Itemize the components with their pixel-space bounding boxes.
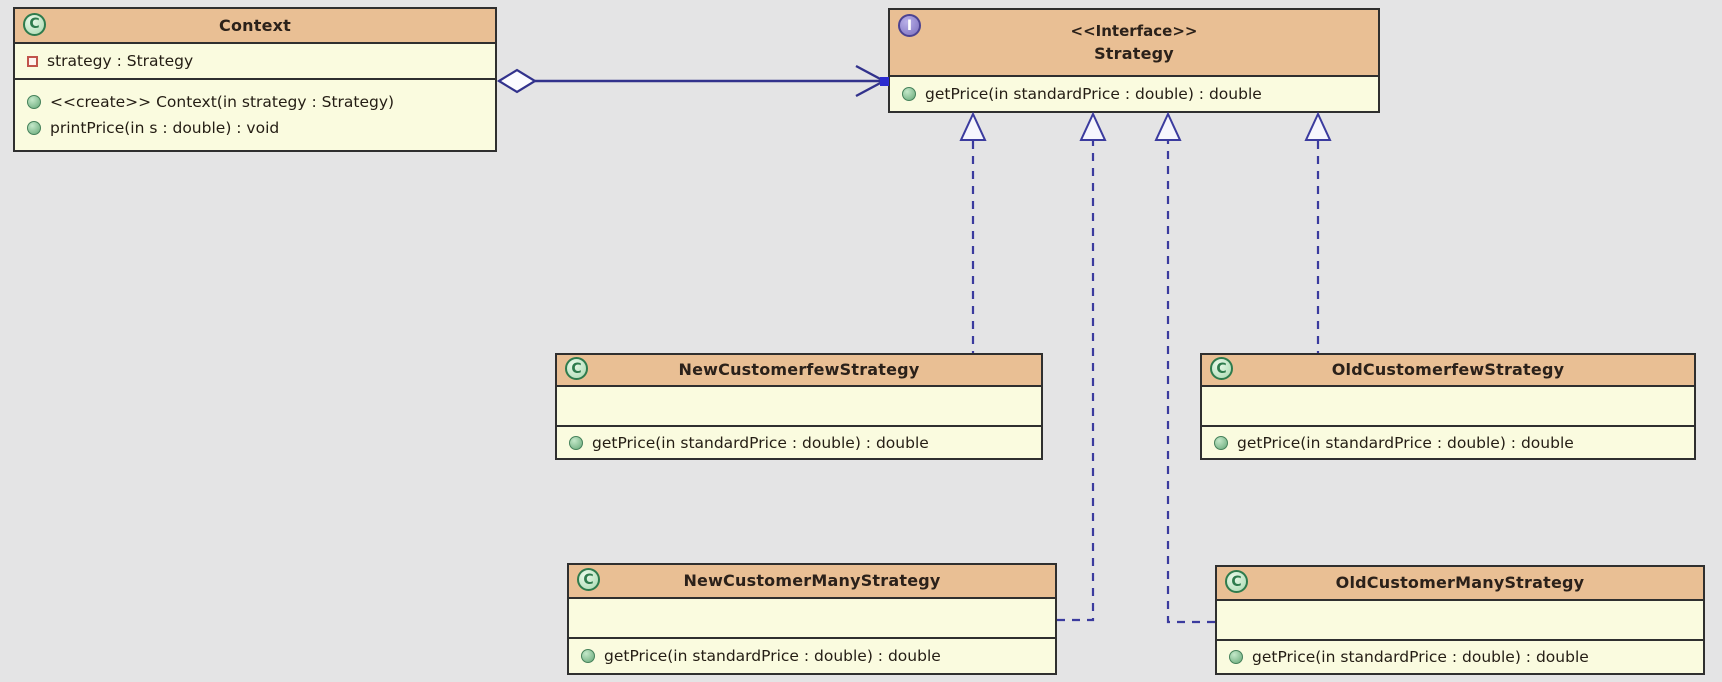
relation-realization-newcustomermanystrategy[interactable] — [1057, 111, 1107, 622]
method-label: getPrice(in standardPrice : double) : do… — [592, 433, 929, 452]
class-icon: C — [565, 357, 588, 380]
interface-header: I <<Interface>> Strategy — [890, 10, 1378, 77]
class-icon: C — [1225, 570, 1248, 593]
method-row: <<create>> Context(in strategy : Strateg… — [15, 89, 495, 115]
class-box-oldcustomermanystrategy[interactable]: C OldCustomerManyStrategy getPrice(in st… — [1215, 565, 1705, 675]
method-row: getPrice(in standardPrice : double) : do… — [557, 430, 1041, 456]
class-name: OldCustomerManyStrategy — [1335, 573, 1585, 593]
method-row: getPrice(in standardPrice : double) : do… — [569, 643, 1055, 669]
class-header: C NewCustomerfewStrategy — [557, 355, 1041, 387]
method-icon — [902, 87, 916, 101]
class-name: NewCustomerfewStrategy — [678, 360, 920, 380]
relation-aggregation-context-strategy[interactable] — [496, 64, 889, 98]
class-icon: C — [23, 12, 46, 36]
relation-realization-oldcustomerfewstrategy[interactable] — [1304, 111, 1332, 353]
method-icon — [27, 95, 41, 109]
method-row: getPrice(in standardPrice : double) : do… — [1217, 644, 1703, 670]
methods-section: getPrice(in standardPrice : double) : do… — [557, 427, 1041, 458]
methods-section: getPrice(in standardPrice : double) : do… — [569, 639, 1055, 673]
methods-section: getPrice(in standardPrice : double) : do… — [890, 77, 1378, 111]
class-box-newcustomermanystrategy[interactable]: C NewCustomerManyStrategy getPrice(in st… — [567, 563, 1057, 675]
method-icon — [27, 121, 41, 135]
attributes-section-empty — [1202, 387, 1694, 427]
relation-realization-newcustomerfewstrategy[interactable] — [959, 111, 987, 353]
method-icon — [581, 649, 595, 663]
attributes-section-empty — [1217, 601, 1703, 641]
attribute-label: strategy : Strategy — [47, 52, 194, 70]
method-label: printPrice(in s : double) : void — [50, 119, 280, 137]
method-row: getPrice(in standardPrice : double) : do… — [1202, 430, 1694, 456]
class-name: Context — [219, 15, 291, 35]
method-label: getPrice(in standardPrice : double) : do… — [925, 85, 1262, 103]
method-row: printPrice(in s : double) : void — [15, 115, 495, 141]
attributes-section: strategy : Strategy — [15, 44, 495, 80]
method-label: getPrice(in standardPrice : double) : do… — [1237, 433, 1574, 452]
class-box-oldcustomerfewstrategy[interactable]: C OldCustomerfewStrategy getPrice(in sta… — [1200, 353, 1696, 460]
method-icon — [1229, 650, 1243, 664]
method-icon — [569, 435, 583, 450]
methods-section: <<create>> Context(in strategy : Strateg… — [15, 80, 495, 150]
class-header: C Context — [15, 9, 495, 44]
method-label: getPrice(in standardPrice : double) : do… — [1252, 648, 1589, 666]
method-label: getPrice(in standardPrice : double) : do… — [604, 647, 941, 665]
class-name: OldCustomerfewStrategy — [1331, 360, 1565, 380]
relation-realization-oldcustomermanystrategy[interactable] — [1154, 111, 1215, 624]
attributes-section-empty — [557, 387, 1041, 427]
class-icon: C — [1210, 357, 1233, 380]
class-header: C OldCustomerManyStrategy — [1217, 567, 1703, 601]
stereotype-label: <<Interface>> — [1070, 22, 1198, 41]
class-icon: C — [577, 568, 600, 591]
method-label: <<create>> Context(in strategy : Strateg… — [50, 93, 395, 111]
interface-box-strategy[interactable]: I <<Interface>> Strategy getPrice(in sta… — [888, 8, 1380, 113]
methods-section: getPrice(in standardPrice : double) : do… — [1202, 427, 1694, 458]
class-box-context[interactable]: C Context strategy : Strategy <<create>>… — [13, 7, 497, 152]
method-icon — [1214, 435, 1228, 450]
methods-section: getPrice(in standardPrice : double) : do… — [1217, 641, 1703, 673]
interface-name: Strategy — [1094, 43, 1174, 63]
field-icon — [27, 55, 38, 67]
attribute-row: strategy : Strategy — [15, 48, 495, 74]
class-header: C OldCustomerfewStrategy — [1202, 355, 1694, 387]
class-box-newcustomerfewstrategy[interactable]: C NewCustomerfewStrategy getPrice(in sta… — [555, 353, 1043, 460]
class-name: NewCustomerManyStrategy — [683, 571, 941, 591]
class-header: C NewCustomerManyStrategy — [569, 565, 1055, 599]
method-row: getPrice(in standardPrice : double) : do… — [890, 81, 1378, 107]
attributes-section-empty — [569, 599, 1055, 639]
interface-icon: I — [898, 14, 921, 37]
